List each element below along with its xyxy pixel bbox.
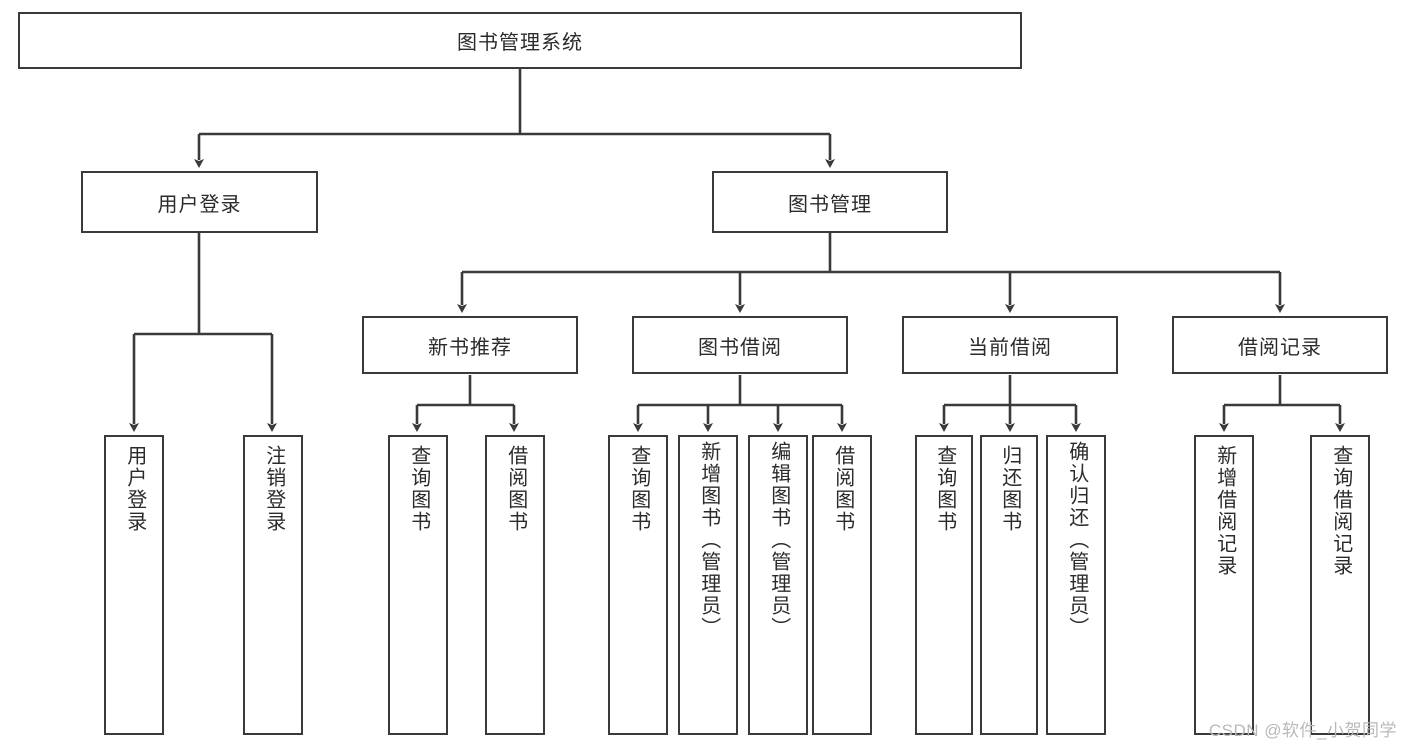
node-label: 图书借阅 xyxy=(698,336,782,359)
node-label: 查询图书 xyxy=(627,445,650,533)
node-label: 新增图书（管理员） xyxy=(697,441,720,639)
node-label: 注销登录 xyxy=(262,445,285,533)
node-label: 确认归还（管理员） xyxy=(1065,441,1088,639)
node-label: 借阅图书 xyxy=(504,445,527,533)
node-label: 查询图书 xyxy=(933,445,956,533)
node-label: 查询图书 xyxy=(407,445,430,533)
node-label: 查询借阅记录 xyxy=(1329,445,1352,577)
node-label: 图书管理 xyxy=(788,193,872,216)
node-user-login[interactable]: 用户登录 xyxy=(81,171,318,233)
node-label: 新增借阅记录 xyxy=(1213,445,1236,577)
node-root-book-management-system[interactable]: 图书管理系统 xyxy=(18,12,1022,69)
leaf-query-books-recommend[interactable]: 查询图书 xyxy=(388,435,448,735)
leaf-query-borrow-record[interactable]: 查询借阅记录 xyxy=(1310,435,1370,735)
leaf-user-login[interactable]: 用户登录 xyxy=(104,435,164,735)
leaf-borrow-books-recommend[interactable]: 借阅图书 xyxy=(485,435,545,735)
node-label: 用户登录 xyxy=(123,445,146,533)
leaf-return-books[interactable]: 归还图书 xyxy=(980,435,1038,735)
node-label: 借阅图书 xyxy=(831,445,854,533)
leaf-borrow-books[interactable]: 借阅图书 xyxy=(812,435,872,735)
node-label: 图书管理系统 xyxy=(457,32,583,54)
node-label: 归还图书 xyxy=(998,445,1021,533)
node-label: 用户登录 xyxy=(157,193,242,216)
leaf-query-books-borrow[interactable]: 查询图书 xyxy=(608,435,668,735)
node-label: 编辑图书（管理员） xyxy=(767,441,790,639)
leaf-user-logout[interactable]: 注销登录 xyxy=(243,435,303,735)
node-label: 新书推荐 xyxy=(428,336,512,359)
leaf-add-book-admin[interactable]: 新增图书（管理员） xyxy=(678,435,738,735)
leaf-query-books-current[interactable]: 查询图书 xyxy=(915,435,973,735)
node-label: 当前借阅 xyxy=(968,336,1052,359)
leaf-add-borrow-record[interactable]: 新增借阅记录 xyxy=(1194,435,1254,735)
node-book-borrowing[interactable]: 图书借阅 xyxy=(632,316,848,374)
leaf-edit-book-admin[interactable]: 编辑图书（管理员） xyxy=(748,435,808,735)
node-book-management[interactable]: 图书管理 xyxy=(712,171,948,233)
node-new-book-recommendation[interactable]: 新书推荐 xyxy=(362,316,578,374)
node-current-borrowing[interactable]: 当前借阅 xyxy=(902,316,1118,374)
watermark-text: CSDN @软件_小贺同学 xyxy=(1208,721,1397,740)
node-borrow-records[interactable]: 借阅记录 xyxy=(1172,316,1388,374)
leaf-confirm-return-admin[interactable]: 确认归还（管理员） xyxy=(1046,435,1106,735)
node-label: 借阅记录 xyxy=(1238,336,1322,359)
